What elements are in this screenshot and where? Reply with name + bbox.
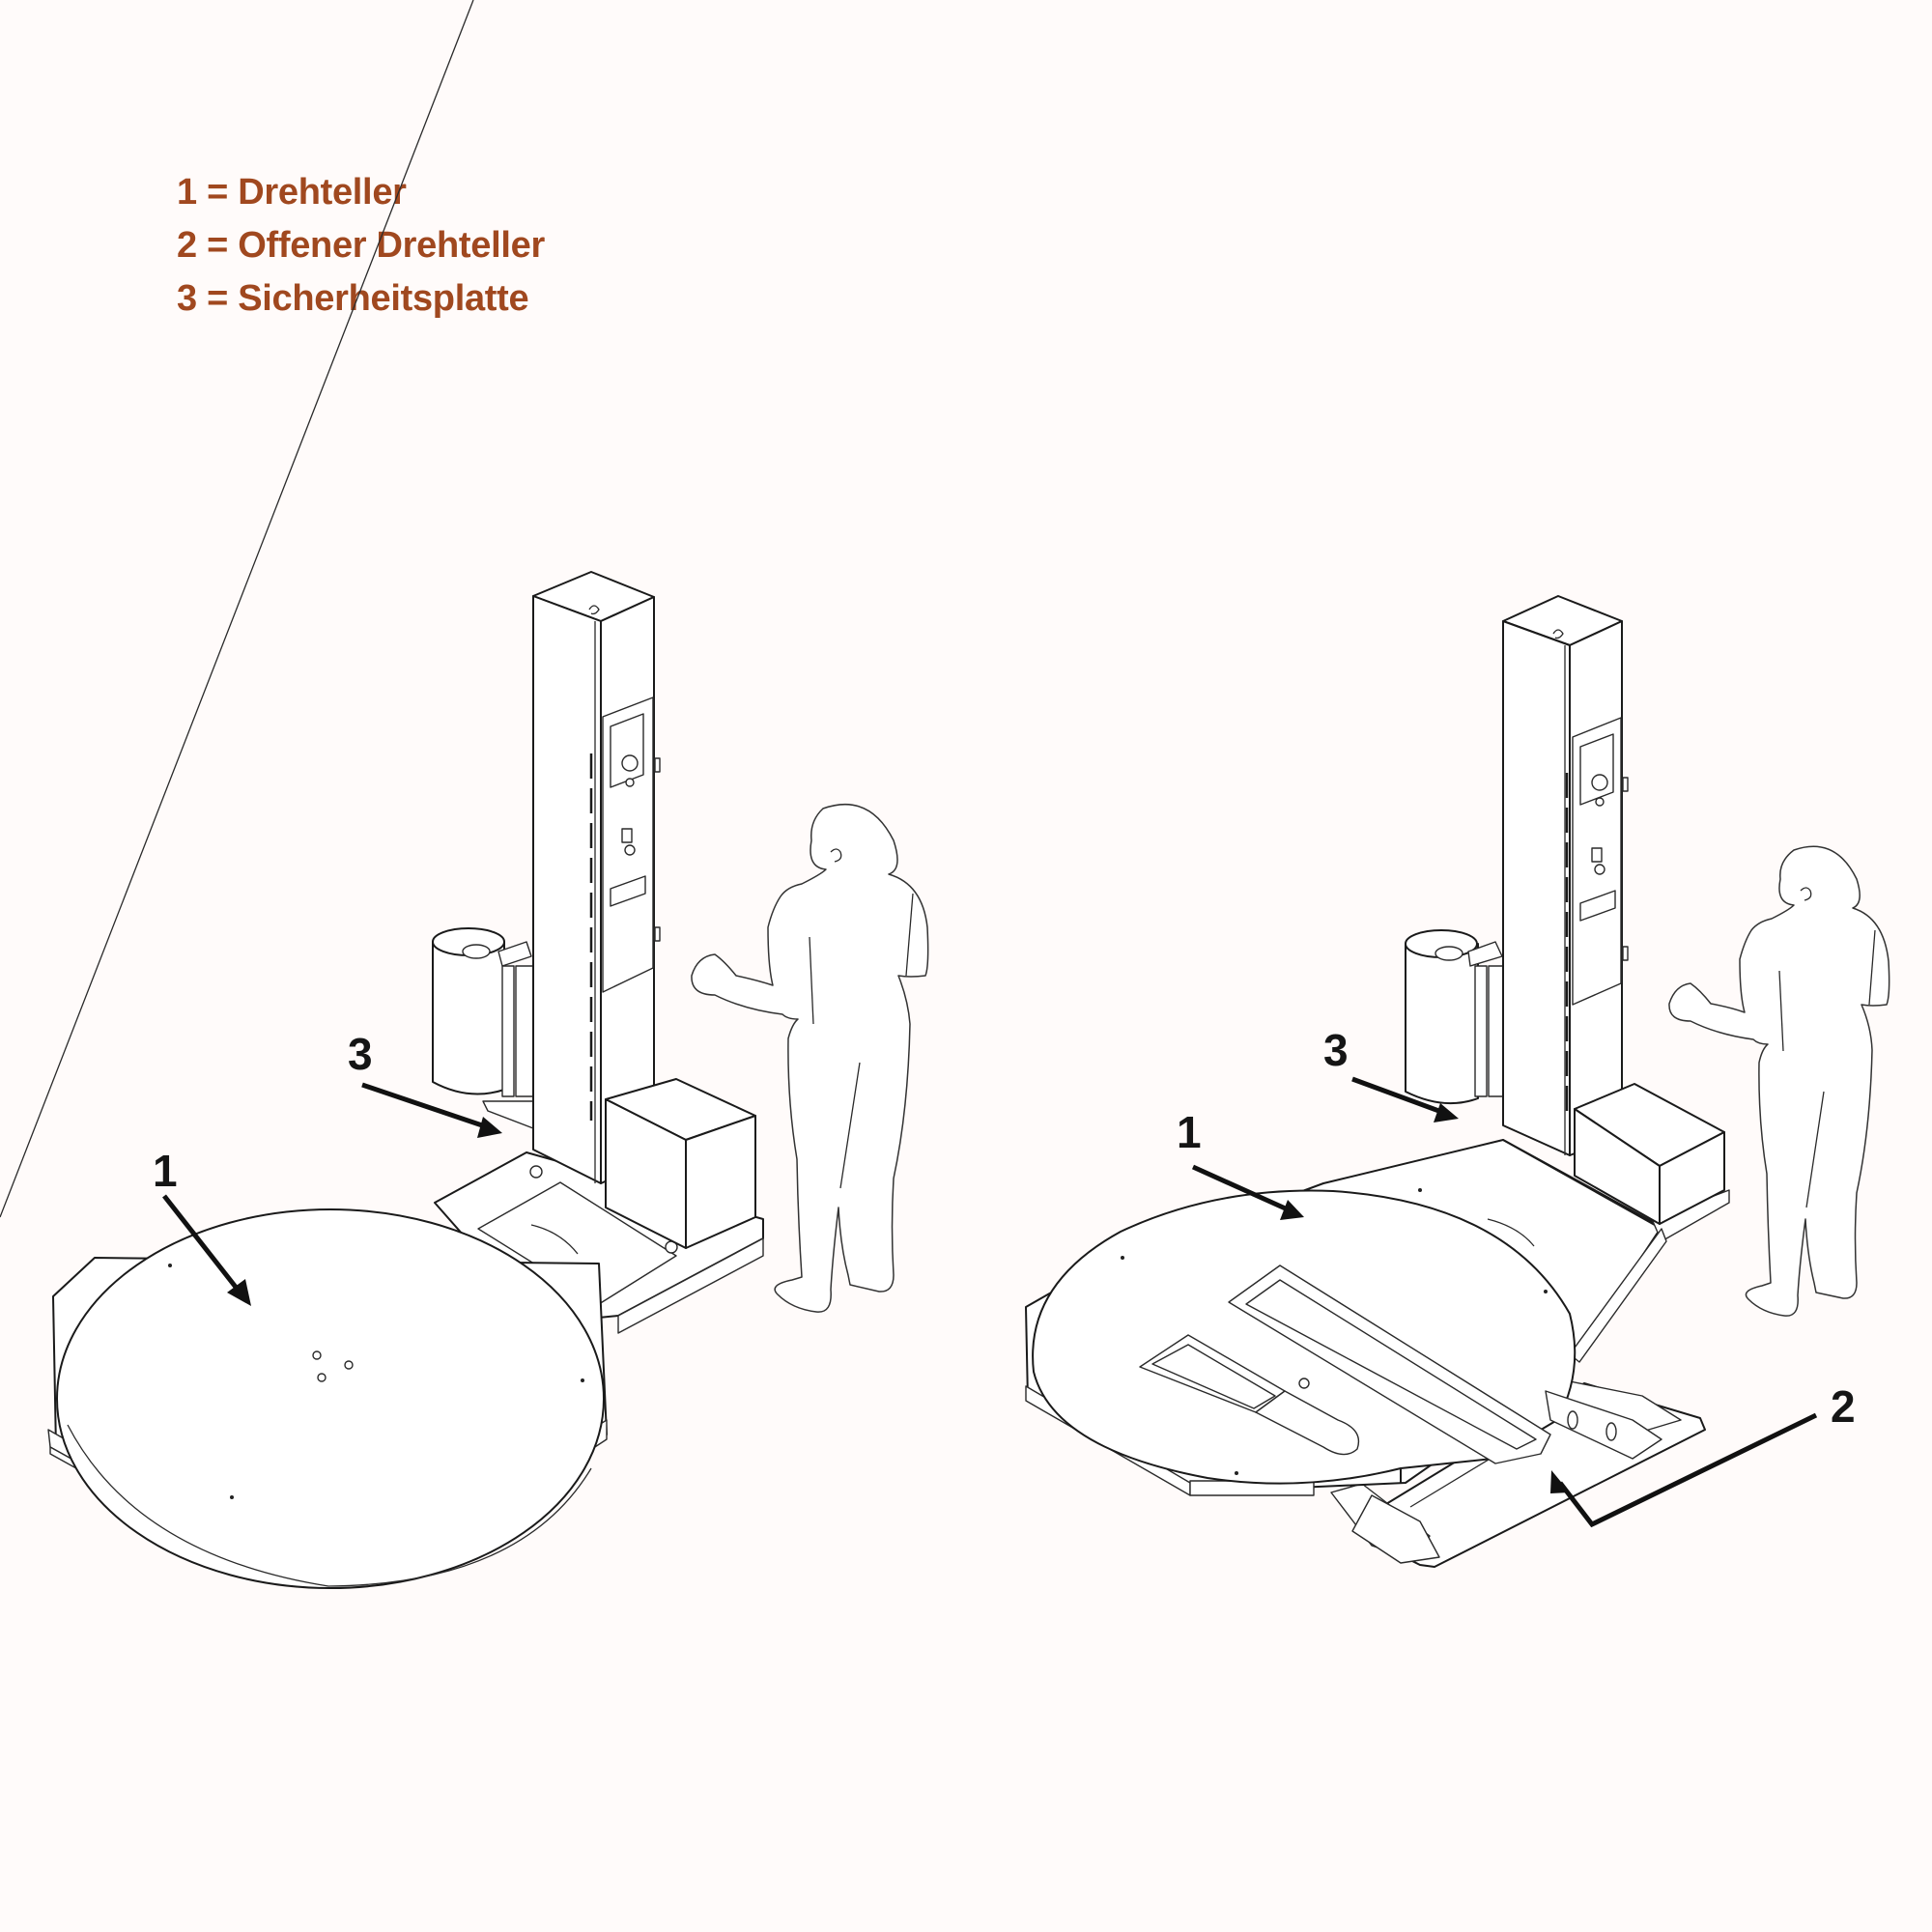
- right-callout-2: 2: [1550, 1381, 1856, 1528]
- left-callout-1: 1: [153, 1146, 251, 1306]
- right-callout-3-label: 3: [1323, 1025, 1349, 1075]
- right-callout-3: 3: [1323, 1025, 1459, 1122]
- right-machine: 1 3 2: [1025, 595, 1890, 1568]
- right-film-roll: [1405, 929, 1504, 1105]
- right-person: [1668, 845, 1890, 1317]
- legend-item-turntable: 1 = Drehteller: [177, 172, 407, 213]
- left-knob: [621, 754, 639, 772]
- left-main-switch: [621, 828, 633, 843]
- right-callout-2-label: 2: [1831, 1381, 1856, 1432]
- left-callout-1-label: 1: [153, 1146, 178, 1196]
- left-column-top-icon: [588, 605, 600, 615]
- left-column: [532, 571, 661, 1184]
- left-turntable: [56, 1208, 605, 1589]
- left-machine: 1 3: [0, 0, 929, 1589]
- right-callout-1: 1: [1177, 1107, 1304, 1220]
- legend: 1 = Drehteller 2 = Offener Drehteller 3 …: [177, 172, 545, 320]
- right-column-top-icon: [1552, 629, 1564, 639]
- legend-item-open-turntable: 2 = Offener Drehteller: [177, 225, 545, 266]
- right-motor-box: [1574, 1083, 1725, 1225]
- right-column: [1502, 595, 1629, 1156]
- left-control-panel: [610, 713, 644, 788]
- right-knob: [1591, 774, 1608, 791]
- left-motor-box: [605, 1078, 756, 1249]
- left-person: [691, 804, 929, 1313]
- legend-item-safety-plate: 3 = Sicherheitsplatte: [177, 278, 529, 319]
- left-callout-3-label: 3: [348, 1029, 373, 1079]
- left-callout-3: 3: [348, 1029, 502, 1138]
- right-callout-1-label: 1: [1177, 1107, 1202, 1157]
- right-turntable: [1032, 1188, 1662, 1564]
- right-main-switch: [1591, 847, 1603, 863]
- left-film-roll: [432, 927, 534, 1129]
